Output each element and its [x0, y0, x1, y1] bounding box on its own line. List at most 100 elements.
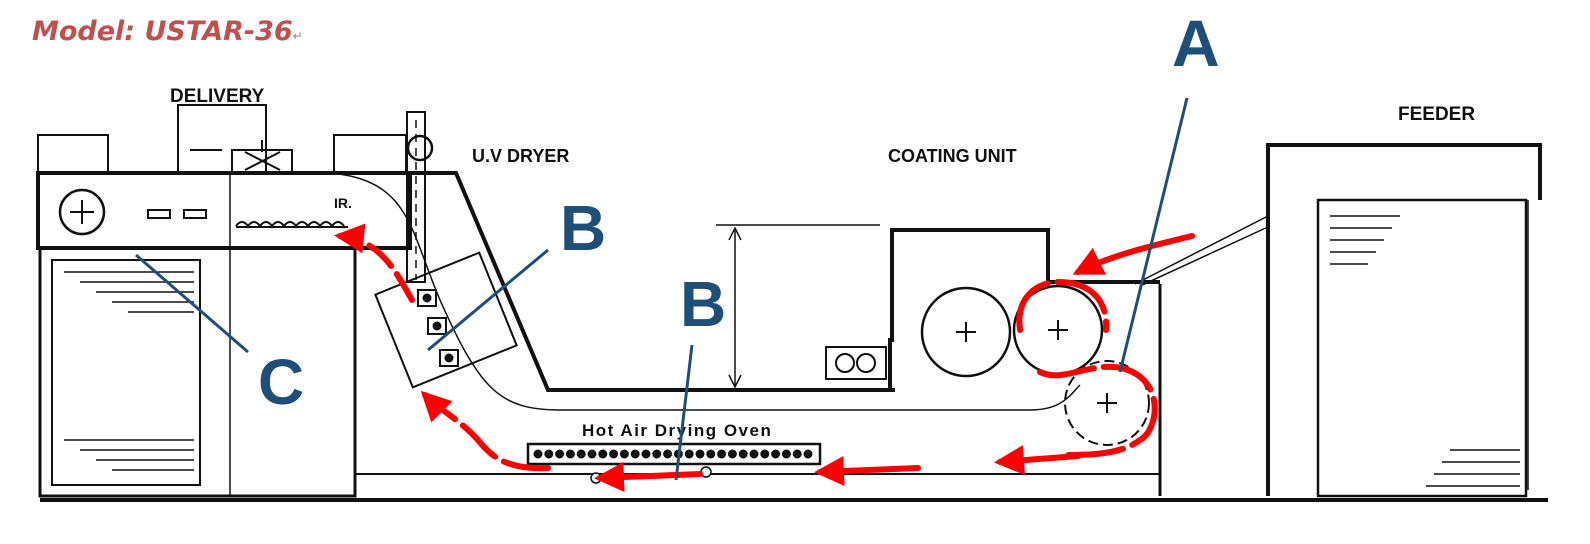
delivery-lower-frame — [38, 246, 357, 498]
dim-arrow-top — [728, 226, 742, 241]
oven-nozzle — [738, 449, 748, 459]
flow-arrow-around-cylinder — [1037, 363, 1158, 458]
delivery-section — [36, 104, 412, 498]
oven-nozzle — [609, 449, 619, 459]
uv-lamp-3-dot — [444, 353, 454, 363]
delivery-roller-plus — [70, 200, 94, 224]
delivery-pile-box — [51, 259, 201, 486]
callout-line-a — [1118, 97, 1189, 373]
oven-nozzle — [706, 449, 716, 459]
delivery-top-box-left — [37, 134, 109, 174]
uv-lamp-1-dot — [422, 293, 432, 303]
anilox-box — [825, 346, 887, 380]
oven-nozzle — [803, 449, 813, 459]
callout-c: C — [258, 346, 304, 418]
delivery-pile-lines-top — [64, 271, 194, 313]
label-delivery: DELIVERY — [170, 86, 265, 107]
oven-nozzle — [565, 449, 575, 459]
feeder-outer — [1266, 143, 1542, 496]
oven-nozzle — [619, 449, 629, 459]
chain-duct — [406, 111, 434, 283]
oven-nozzle — [587, 449, 597, 459]
oven-nozzle — [727, 449, 737, 459]
feeder-pile-lines-bottom — [1426, 449, 1520, 487]
dryer-frame — [329, 171, 1162, 496]
oven-body — [526, 442, 822, 466]
impression-cylinder-plus — [1097, 393, 1117, 413]
uv-lamp-2 — [427, 317, 447, 335]
delivery-top-box-right — [333, 134, 407, 174]
coating-unit — [825, 215, 1271, 446]
flow-arrow-rise — [420, 390, 551, 472]
feed-board-lower — [1139, 225, 1271, 287]
model-title: Model: USTAR-36↵ — [32, 16, 303, 47]
label-coating-unit: COATING UNIT — [888, 146, 1017, 166]
model-title-text: Model: USTAR-36 — [32, 16, 293, 47]
flow-arrow-oven-out — [994, 445, 1081, 476]
uv-lamp-1 — [417, 289, 437, 307]
oven-nozzle — [792, 449, 802, 459]
oven-nozzle — [576, 449, 586, 459]
callout-a: A — [1172, 6, 1220, 80]
flow-arrow-under-oven-1 — [814, 456, 921, 487]
uv-lamp-housing — [374, 251, 518, 389]
feeder-section — [1266, 143, 1542, 498]
uv-lamp-2-dot — [432, 321, 442, 331]
callout-line-b-lower — [674, 344, 694, 481]
paper-flow-path — [334, 223, 1195, 493]
oven-nozzle — [598, 449, 608, 459]
callout-b-upper: B — [560, 192, 606, 264]
impression-cylinder — [1064, 360, 1150, 446]
oven-nozzle — [663, 449, 673, 459]
dryer-outer-slope — [410, 171, 895, 392]
paragraph-mark: ↵ — [292, 29, 303, 43]
oven-nozzle — [652, 449, 662, 459]
coating-roller-left — [920, 286, 1012, 378]
callout-line-c — [135, 253, 249, 354]
ir-lamp-row — [235, 221, 348, 228]
feeder-pile-lines-top — [1330, 215, 1400, 265]
duct-rect — [406, 111, 426, 283]
oven-nozzle — [760, 449, 770, 459]
dim-arrow-bottom — [728, 374, 742, 389]
delivery-top-box-mid — [177, 104, 267, 174]
delivery-pile-lines-bottom — [64, 439, 194, 471]
callout-line-b-upper — [427, 248, 549, 352]
oven-nozzle — [544, 449, 554, 459]
label-ir: IR. — [334, 195, 352, 211]
flow-arrow-under-oven-2 — [594, 462, 703, 493]
anilox-roller-b — [856, 353, 876, 373]
oven-nozzle — [641, 449, 651, 459]
oven-nozzle — [781, 449, 791, 459]
oven-nozzle — [695, 449, 705, 459]
delivery-roller-icon — [58, 188, 106, 236]
label-oven: Hot Air Drying Oven — [582, 421, 772, 440]
label-feeder: FEEDER — [1398, 104, 1475, 125]
delivery-slot-1 — [147, 209, 171, 219]
oven-nozzle — [630, 449, 640, 459]
height-dimension — [716, 224, 880, 389]
dryer-inner-path — [329, 172, 1081, 411]
callout-b-lower: B — [680, 268, 726, 340]
oven-nozzle — [717, 449, 727, 459]
duct-top-roller — [406, 134, 434, 162]
label-uv-dryer: U.V DRYER — [472, 146, 569, 166]
oven-nozzle — [533, 449, 543, 459]
fan-icon — [244, 140, 281, 171]
oven-nozzle — [684, 449, 694, 459]
flow-arrow-to-delivery — [334, 223, 415, 303]
oven-nozzle — [771, 449, 781, 459]
flow-arrow-around-roller — [1016, 278, 1110, 333]
anilox-roller-a — [835, 353, 855, 373]
coating-roller-left-plus — [956, 322, 976, 342]
hot-air-oven — [526, 442, 822, 484]
oven-nozzle — [555, 449, 565, 459]
flow-arrow-feed-in — [1072, 233, 1195, 275]
feeder-pile-box — [1316, 198, 1528, 498]
oven-nozzle — [749, 449, 759, 459]
oven-nozzles — [533, 449, 813, 459]
feed-board-upper — [1134, 215, 1269, 285]
callout-lines — [135, 97, 1189, 481]
